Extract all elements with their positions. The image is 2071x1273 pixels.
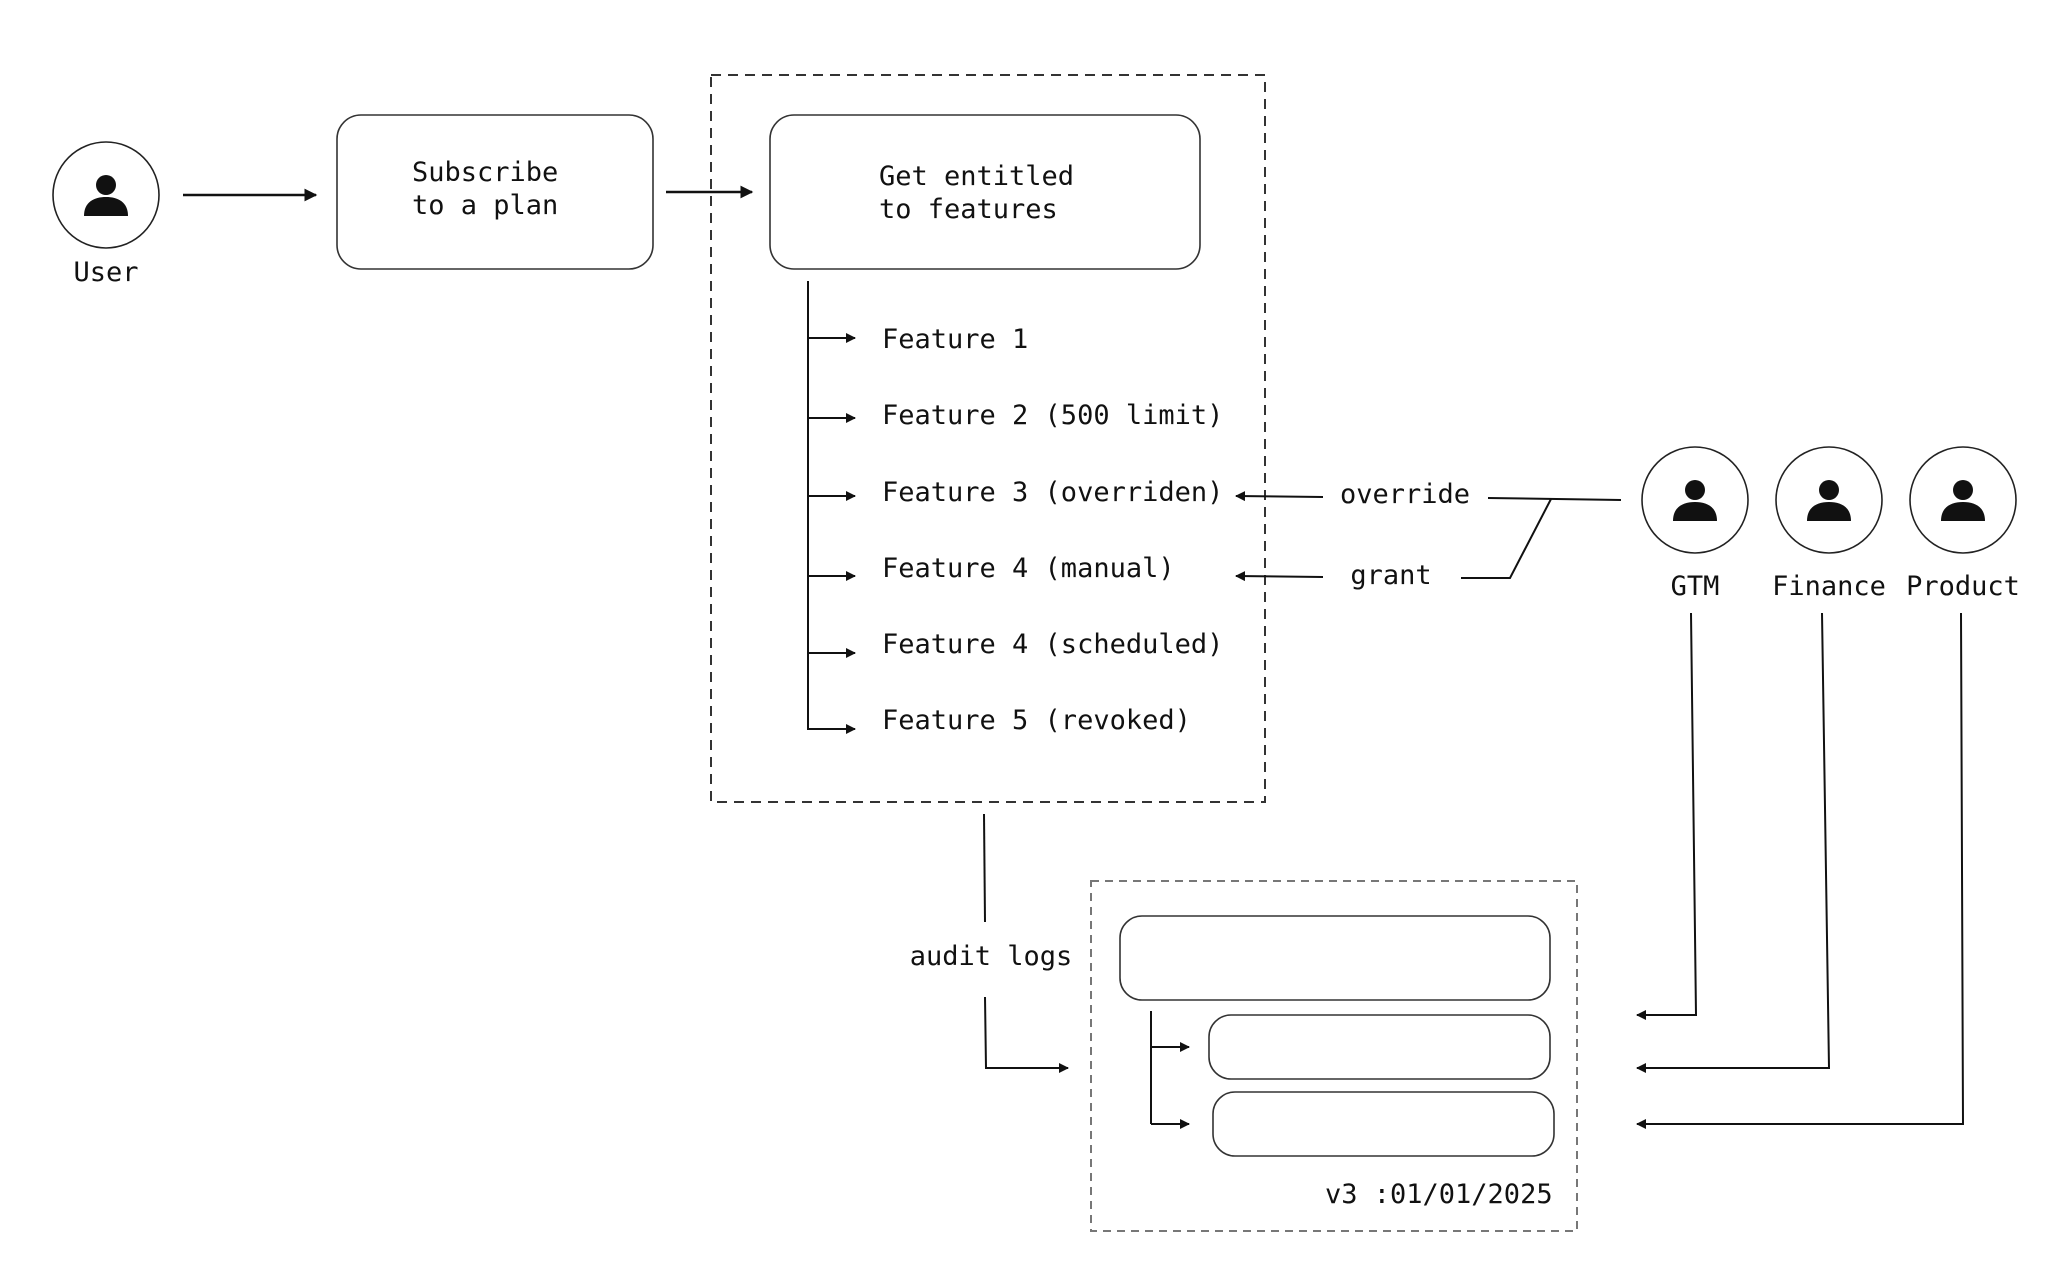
subscribe-line-1: Subscribe: [412, 157, 558, 188]
grant-connector: [1461, 498, 1552, 579]
grant-arrow: [1235, 571, 1324, 582]
feature-label: Feature 4 (scheduled): [882, 629, 1223, 660]
audit-label: audit logs: [910, 941, 1073, 972]
feature-tree-trunk: [807, 281, 850, 730]
grant-label: grant: [1350, 560, 1431, 591]
audit-arrow: [984, 996, 1069, 1073]
feature-label: Feature 3 (overriden): [882, 477, 1223, 508]
finance-to-log-arrow: [1636, 612, 1831, 1073]
subscribe-line-2: to a plan: [412, 190, 558, 221]
audit-link: audit logs: [910, 813, 1073, 1073]
feature-label: Feature 2 (500 limit): [882, 400, 1223, 431]
finance-label: Finance: [1772, 571, 1886, 602]
entitled-step: Get entitled to features: [769, 114, 1201, 270]
override-connector: [1487, 497, 1622, 501]
entitled-box: [769, 114, 1201, 270]
gtm-to-log-arrow: [1636, 612, 1698, 1020]
finance-actor: Finance: [1772, 446, 1886, 602]
feature-list: Feature 1 Feature 2 (500 limit) Feature …: [807, 281, 1223, 736]
feature-label: Feature 4 (manual): [882, 553, 1175, 584]
override-label: override: [1340, 479, 1470, 510]
gtm-actor: GTM: [1641, 446, 1749, 602]
log-version-box: [1208, 1014, 1551, 1080]
feature-label: Feature 1: [882, 324, 1028, 355]
log-version-box: [1119, 915, 1551, 1001]
audit-log-container: [1090, 880, 1578, 1232]
product-to-log-arrow: [1636, 612, 1965, 1129]
feature-branches: [808, 333, 856, 734]
audit-log-versions: v3 :01/01/2025: [1119, 915, 1555, 1210]
subscribe-box: [336, 114, 654, 270]
product-label: Product: [1906, 571, 2020, 602]
product-actor: Product: [1906, 446, 2020, 602]
log-version-box: [1212, 1091, 1555, 1157]
feature-label: Feature 5 (revoked): [882, 705, 1191, 736]
entitled-line-2: to features: [879, 194, 1058, 225]
grant-action: grant: [1235, 498, 1552, 591]
version-label: v3 :01/01/2025: [1325, 1179, 1553, 1210]
gtm-label: GTM: [1671, 571, 1720, 602]
subscribe-step: Subscribe to a plan: [336, 114, 654, 270]
user-actor: User: [52, 141, 160, 288]
entitled-line-1: Get entitled: [879, 161, 1074, 192]
override-arrow: [1235, 491, 1324, 502]
override-action: override: [1235, 479, 1622, 510]
user-label: User: [73, 257, 138, 288]
audit-line-top: [983, 813, 986, 923]
entitlement-container: [710, 74, 1266, 803]
